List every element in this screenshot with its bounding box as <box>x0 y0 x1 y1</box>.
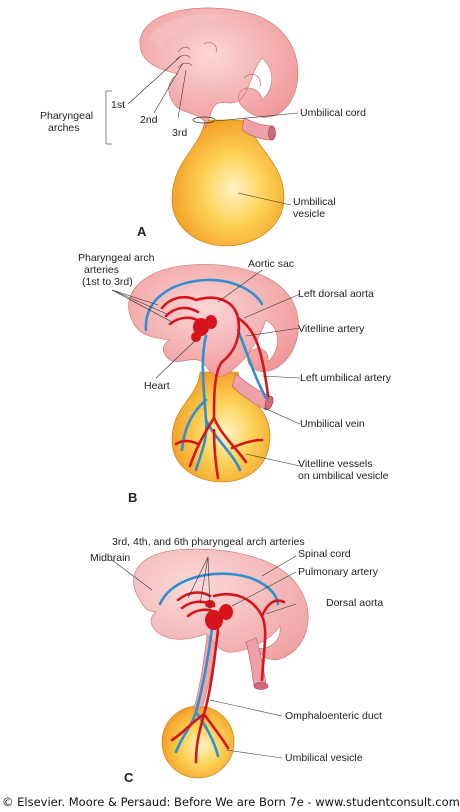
heart-c <box>205 600 233 630</box>
label-1st-arch: 1st <box>111 99 126 111</box>
label-left-dorsal-aorta: Left dorsal aorta <box>298 288 374 300</box>
label-spinal-cord: Spinal cord <box>298 548 351 560</box>
label-midbrain: Midbrain <box>90 552 131 564</box>
panel-letter-c: C <box>124 770 134 785</box>
heart-b <box>191 315 217 342</box>
label-arch-arteries-b-3: (1st to 3rd) <box>82 276 133 288</box>
panel-letter-b: B <box>128 490 138 505</box>
embryo-circulation-figure <box>105 7 309 779</box>
label-2nd-arch: 2nd <box>140 114 158 126</box>
panel-a <box>105 7 299 247</box>
panel-letter-a: A <box>137 224 147 239</box>
label-vitelline-vessels-2: on umbilical vesicle <box>298 470 389 482</box>
label-arch-arteries-b-2: arteries <box>84 264 120 276</box>
umbilical-cord-b <box>231 373 271 411</box>
label-heart-b: Heart <box>144 380 170 392</box>
embryo-body-a <box>139 7 299 128</box>
label-3rd-arch: 3rd <box>172 127 188 139</box>
arteries-b <box>160 295 270 480</box>
label-arch-arteries-c: 3rd, 4th, and 6th pharyngeal arch arteri… <box>112 536 305 548</box>
umbilical-vesicle-b <box>171 371 271 483</box>
label-aortic-sac: Aortic sac <box>248 258 295 270</box>
umbilical-vesicle-a <box>171 119 285 247</box>
veins-c <box>158 572 280 758</box>
label-pharyngeal-arches-a-2: arches <box>48 122 80 134</box>
label-pulmonary-artery: Pulmonary artery <box>298 566 378 578</box>
label-left-umbilical-artery: Left umbilical artery <box>300 372 392 384</box>
label-umbilical-vesicle-a-1: Umbilical <box>293 196 336 208</box>
label-vitelline-vessels-1: Vitelline vessels <box>298 458 373 470</box>
label-umbilical-vein: Umbilical vein <box>300 418 365 430</box>
label-omphaloenteric-duct: Omphaloenteric duct <box>285 710 382 722</box>
label-dorsal-aorta: Dorsal aorta <box>326 597 384 609</box>
panel-b <box>111 264 301 483</box>
panel-c <box>111 548 309 779</box>
label-umbilical-cord-a: Umbilical cord <box>300 107 366 119</box>
label-arch-arteries-b-1: Pharyngeal arch <box>78 252 155 264</box>
copyright-notice: © Elsevier. Moore & Persaud: Before We a… <box>2 795 460 809</box>
label-umbilical-vesicle-c: Umbilical vesicle <box>285 752 363 764</box>
label-pharyngeal-arches-a-1: Pharyngeal <box>40 110 94 122</box>
label-vitelline-artery: Vitelline artery <box>298 323 365 335</box>
label-umbilical-vesicle-a-2: vesicle <box>293 208 326 220</box>
